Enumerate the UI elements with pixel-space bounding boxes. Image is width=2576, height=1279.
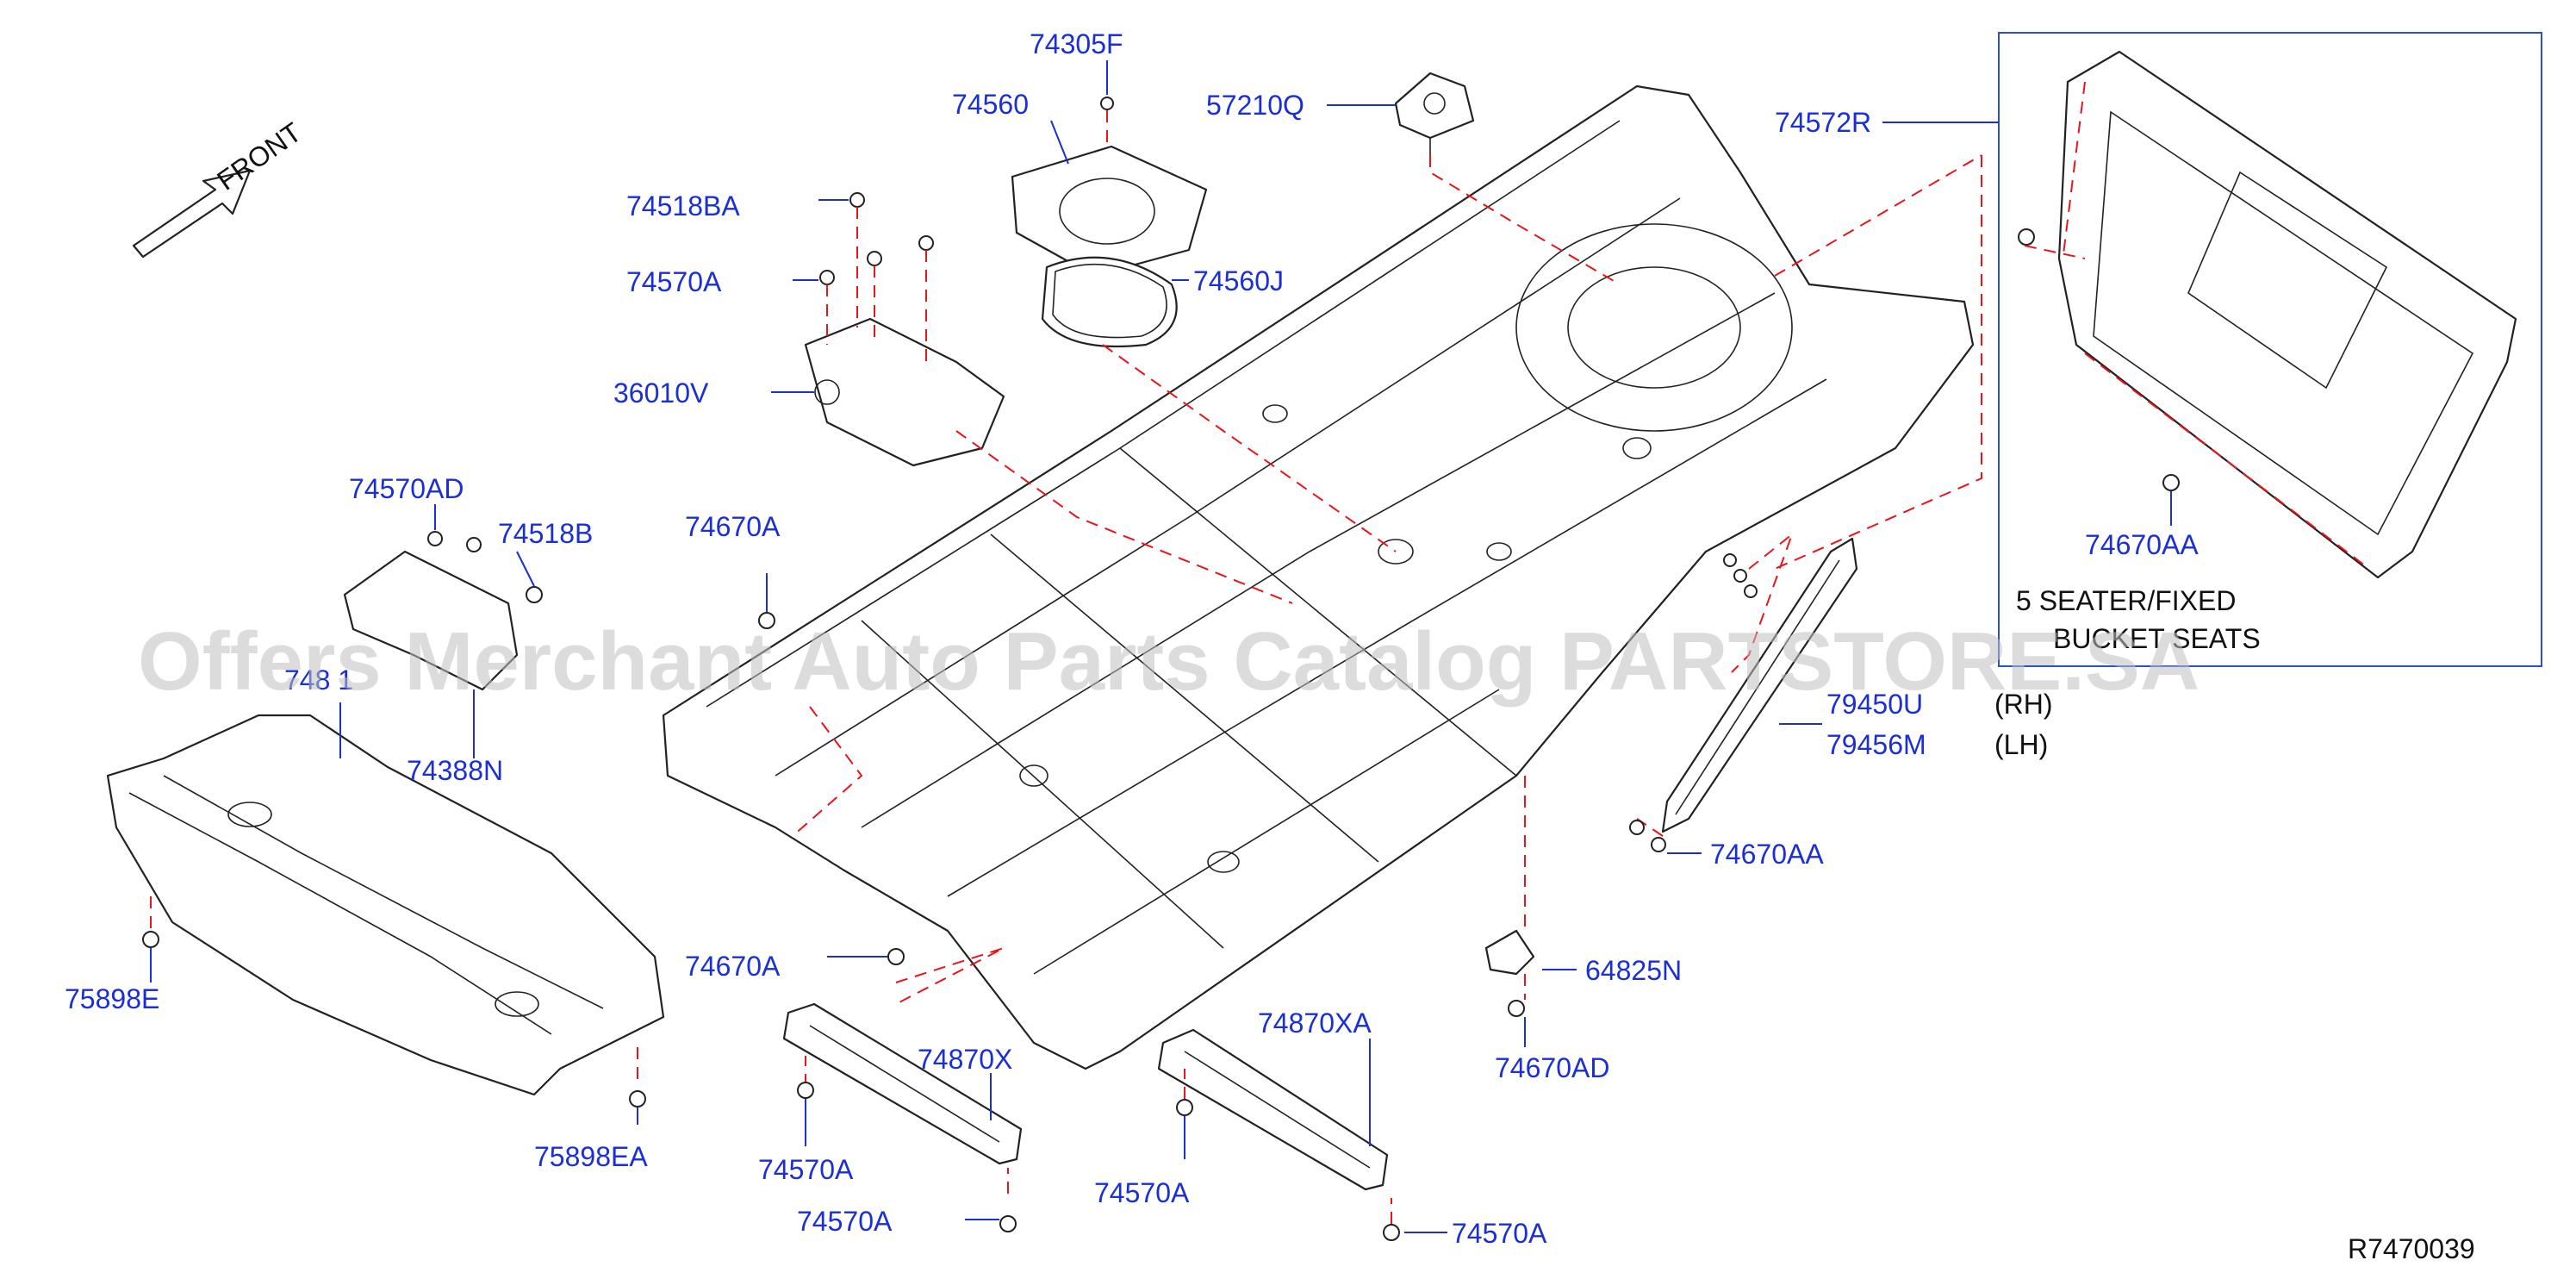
label-74870X: 74870X <box>918 1044 1012 1075</box>
label-74560J: 74560J <box>1193 265 1284 296</box>
label-74572R: 74572R <box>1775 107 1871 138</box>
label-74670AD: 74670AD <box>1495 1052 1609 1083</box>
label-79450U: 79450U <box>1826 689 1923 720</box>
label-74870XA: 74870XA <box>1258 1008 1372 1039</box>
label-79456M: 79456M <box>1826 729 1926 760</box>
spare-tire-bracket <box>1011 97 1208 348</box>
label-74570A-top: 74570A <box>626 266 722 297</box>
label-74670A-low: 74670A <box>685 951 781 982</box>
variant-note-line-2: BUCKET SEATS <box>2053 623 2261 654</box>
label-74670AA-box: 74670AA <box>2085 529 2199 560</box>
label-57210Q: 57210Q <box>1206 90 1304 121</box>
label-74670AA-right: 74670AA <box>1710 839 1824 870</box>
label-74570A-d: 74570A <box>1452 1218 1547 1249</box>
label-74570A-b: 74570A <box>797 1206 893 1237</box>
front-label: FRONT <box>211 116 307 197</box>
label-64825N: 64825N <box>1585 955 1682 986</box>
label-74570A-c: 74570A <box>1094 1177 1190 1208</box>
front-arrow-icon <box>132 169 252 259</box>
leader-lines <box>150 60 2172 1233</box>
cross-member-74870X <box>782 1002 1023 1165</box>
label-74570AD: 74570AD <box>349 473 464 504</box>
label-74518B: 74518B <box>498 518 593 549</box>
bracket-64825N <box>1484 929 1535 1017</box>
diagram-code: R7470039 <box>2348 1233 2475 1264</box>
label-748-1: 748 1 <box>284 664 353 696</box>
spare-tire-clamp <box>1394 72 1475 155</box>
label-74518BA: 74518BA <box>626 190 740 221</box>
side-reinforcement <box>1661 537 1858 833</box>
bracket-74388N <box>343 531 543 691</box>
label-74305F: 74305F <box>1030 28 1123 59</box>
assembly-lines <box>150 81 2370 1224</box>
front-under-cover <box>106 714 665 1096</box>
label-36010V: 36010V <box>613 377 709 409</box>
label-lh: (LH) <box>1994 729 2048 760</box>
cross-member-74870XA <box>1157 1028 1389 1191</box>
variant-note-line-1: 5 SEATER/FIXED <box>2016 585 2236 616</box>
label-rh: (RH) <box>1994 689 2053 720</box>
watermark: Offers Merchant Auto Parts Catalog PARTS… <box>138 615 2200 708</box>
label-74570A-a: 74570A <box>758 1154 854 1185</box>
label-75898E: 75898E <box>65 983 159 1014</box>
label-74670A-mid: 74670A <box>685 511 781 542</box>
floor-panel-assembly <box>662 84 1975 1070</box>
label-75898EA: 75898EA <box>534 1141 648 1172</box>
label-74560: 74560 <box>952 89 1029 120</box>
parking-brake-bracket <box>804 192 1005 467</box>
fasteners <box>142 553 1758 1241</box>
variant-detail-box <box>1998 32 2542 667</box>
label-74388N: 74388N <box>407 755 503 786</box>
